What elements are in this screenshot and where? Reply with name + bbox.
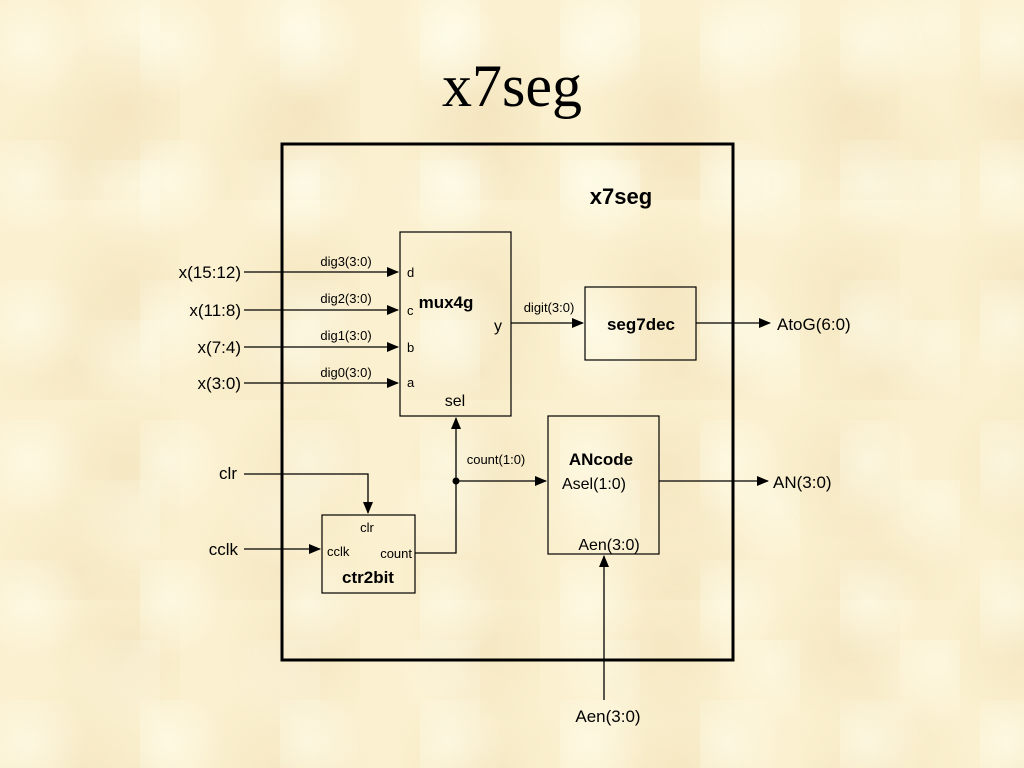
output-an: AN(3:0) xyxy=(773,473,832,492)
mux4g-block: mux4g d c b a y sel xyxy=(399,231,512,417)
label-count: count(1:0) xyxy=(467,452,526,467)
ctr-clr-port: clr xyxy=(360,520,374,535)
input-x7-4: x(7:4) xyxy=(198,338,241,357)
ctr-cclk-port: cclk xyxy=(327,544,350,559)
mux-port-sel: sel xyxy=(445,393,465,410)
input-cclk: cclk xyxy=(209,540,239,559)
mux-port-a: a xyxy=(407,375,415,390)
ctr2bit-label: ctr2bit xyxy=(342,568,394,587)
label-digit: digit(3:0) xyxy=(524,300,575,315)
ctr-count-port: count xyxy=(380,546,412,561)
ancode-aen-port: Aen(3:0) xyxy=(578,537,639,554)
input-x3-0: x(3:0) xyxy=(198,374,241,393)
ancode-block: ANcode Asel(1:0) Aen(3:0) xyxy=(547,415,660,555)
output-atog: AtoG(6:0) xyxy=(777,315,851,334)
input-aen: Aen(3:0) xyxy=(575,707,640,726)
input-x15-12: x(15:12) xyxy=(179,263,241,282)
seg7dec-block: seg7dec xyxy=(584,286,697,361)
x7seg-module-box xyxy=(280,142,735,662)
wire-clr xyxy=(244,473,373,514)
input-clr: clr xyxy=(219,464,237,483)
label-dig3: dig3(3:0) xyxy=(320,254,371,269)
wire-count xyxy=(415,481,457,554)
ancode-asel-port: Asel(1:0) xyxy=(562,476,626,493)
count-junction-dot xyxy=(452,477,460,485)
seg7dec-label: seg7dec xyxy=(607,315,675,334)
input-x11-8: x(11:8) xyxy=(189,301,241,320)
mux-port-c: c xyxy=(407,303,414,318)
ancode-label: ANcode xyxy=(569,450,633,469)
label-dig1: dig1(3:0) xyxy=(320,328,371,343)
x7seg-module-label: x7seg xyxy=(590,184,652,209)
label-dig2: dig2(3:0) xyxy=(320,291,371,306)
mux-port-d: d xyxy=(407,265,414,280)
slide-title: x7seg xyxy=(442,53,582,119)
mux-port-b: b xyxy=(407,340,414,355)
label-dig0: dig0(3:0) xyxy=(320,365,371,380)
ctr2bit-block: clr cclk count ctr2bit xyxy=(321,514,416,594)
mux4g-label: mux4g xyxy=(419,293,474,312)
mux-port-y: y xyxy=(494,318,502,335)
